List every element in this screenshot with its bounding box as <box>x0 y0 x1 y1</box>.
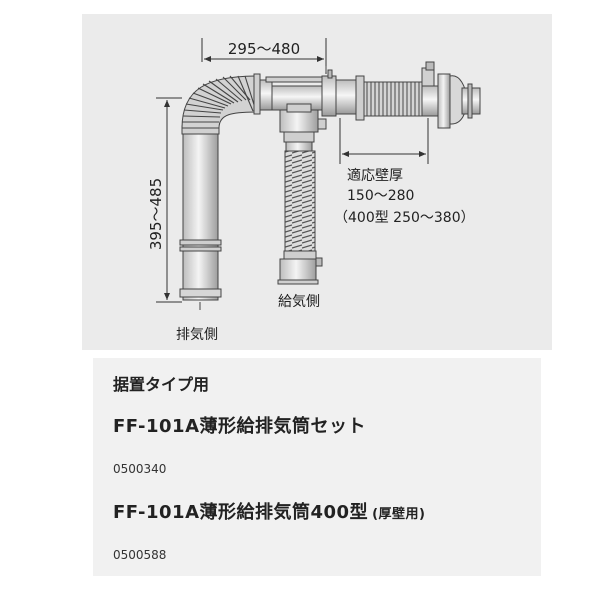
wall-thickness-range: 150～280 <box>347 188 414 204</box>
exhaust-elbow <box>181 73 261 129</box>
wall-thickness-dimension: 適応壁厚 150～280 （400型 250～380） <box>334 118 475 226</box>
diagram-panel: 295～480 395～485 <box>82 14 552 350</box>
exhaust-side-label: 排気側 <box>176 327 218 343</box>
dim-vertical-label: 395～485 <box>147 178 165 250</box>
product2-note: (厚壁用) <box>372 507 426 522</box>
product-caption: 据置タイプ用 FF-101A薄形給排気筒セット 0500340 FF-101A薄… <box>93 358 541 576</box>
wall-sleeve <box>335 61 481 129</box>
product2-name: FF-101A薄形給排気筒400型 <box>113 502 369 523</box>
horizontal-dimension: 295～480 <box>201 38 327 74</box>
installation-type-label: 据置タイプ用 <box>113 375 210 394</box>
intake-hose <box>277 131 323 285</box>
product2-code: 0500588 <box>113 548 167 562</box>
exhaust-pipe-diagram: 295～480 395～485 <box>147 38 481 343</box>
product1-code: 0500340 <box>113 462 167 476</box>
wall-thickness-label: 適応壁厚 <box>347 167 403 184</box>
wall-thickness-400: （400型 250～380） <box>334 210 475 226</box>
vertical-dimension: 395～485 <box>147 97 182 303</box>
product1-name: FF-101A薄形給排気筒セット <box>113 416 367 437</box>
product2-title: FF-101A薄形給排気筒400型(厚壁用) <box>113 498 425 524</box>
dim-horizontal-label: 295～480 <box>228 40 300 58</box>
exhaust-pipe <box>179 125 222 310</box>
intake-side-label: 給気側 <box>278 294 320 310</box>
